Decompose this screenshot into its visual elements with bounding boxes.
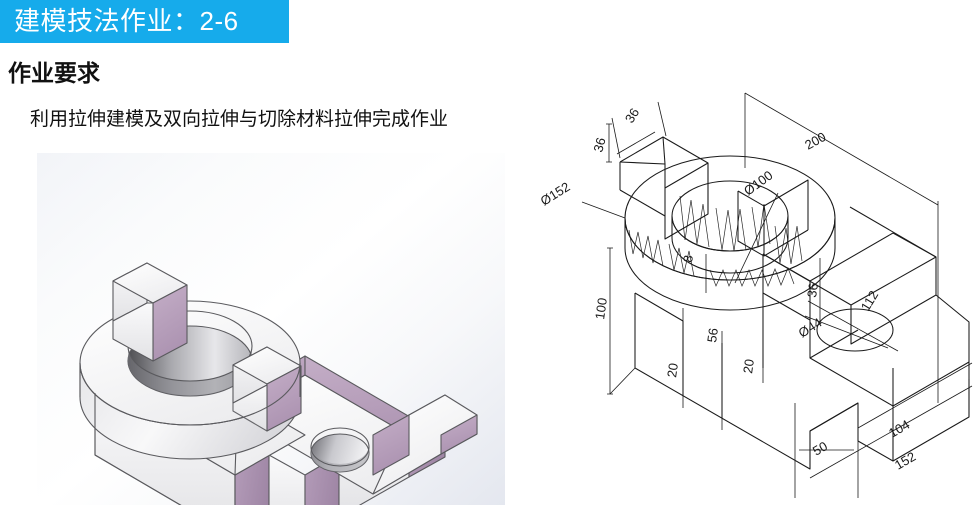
isometric-dimensioned-drawing: 36 36 Ø152 Ø100 8 200 100 20 56 20 36 11…	[520, 58, 975, 502]
slide-title: 建模技法作业：2-6	[14, 6, 239, 36]
dim-boss-width: 36	[622, 105, 642, 125]
shaded-3d-model-image	[37, 153, 505, 505]
dim-overall-length: 200	[802, 129, 828, 153]
dim-pocket-width: 104	[886, 417, 912, 441]
dim-boss-height: 36	[590, 136, 608, 154]
dim-base-step-left: 20	[664, 362, 681, 378]
dim-outer-diameter: Ø152	[538, 179, 573, 209]
dim-base-middle: 56	[704, 327, 721, 343]
dim-overall-height: 100	[592, 297, 610, 321]
cylinder-hatching	[628, 195, 803, 287]
requirement-text: 利用拉伸建模及双向拉伸与切除材料拉伸完成作业	[30, 109, 449, 130]
section-heading: 作业要求	[8, 60, 100, 86]
technical-drawing-svg: 36 36 Ø152 Ø100 8 200 100 20 56 20 36 11…	[538, 92, 973, 498]
dim-slot-width: 50	[810, 438, 830, 458]
model-geometry	[79, 262, 478, 505]
slide-title-bar	[0, 0, 289, 43]
drawing-geometry	[619, 136, 970, 470]
shaded-model-svg	[79, 262, 478, 505]
dim-pocket-depth: 36	[804, 282, 821, 298]
dimension-lines	[581, 92, 973, 498]
dim-counterbore-depth: 8	[680, 254, 696, 263]
dim-base-step-right: 20	[740, 358, 757, 374]
dim-bore-diameter: Ø100	[741, 168, 776, 199]
dim-overall-width: 152	[892, 449, 918, 473]
